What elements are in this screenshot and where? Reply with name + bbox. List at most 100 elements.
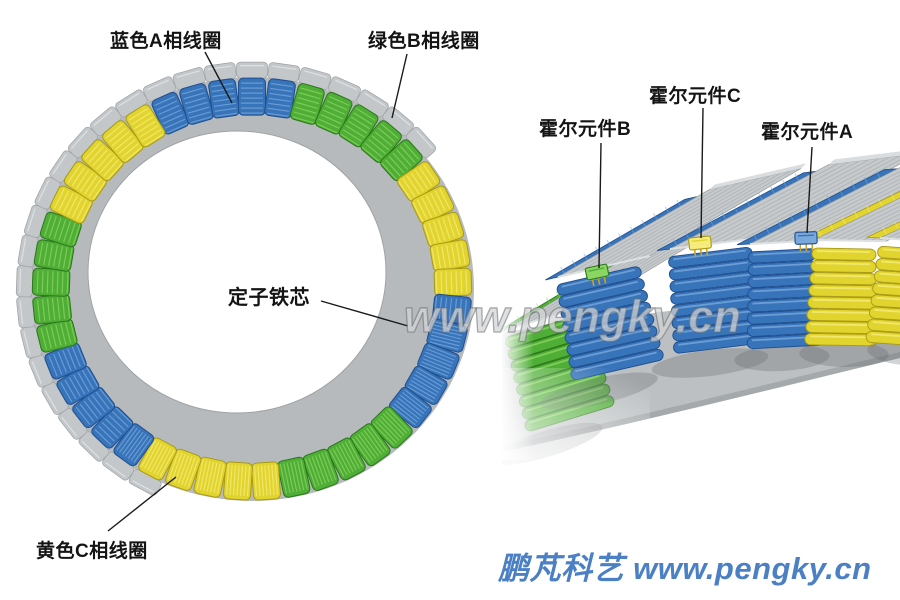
slab-lamination-line: [783, 182, 900, 243]
coil-turn-line: [99, 388, 114, 407]
coil-turn-line: [76, 199, 88, 220]
coil-turn-rib: [426, 348, 455, 361]
coil-turn-line: [75, 169, 90, 189]
coil-turn-line: [451, 214, 460, 237]
coil-turn-rib: [318, 453, 330, 483]
coil-turn-line: [368, 138, 386, 155]
coil-turn-line: [399, 145, 416, 164]
coil-turn-rib: [434, 321, 464, 330]
coil-turn-line: [92, 181, 106, 201]
coil-winding-stack: [804, 247, 878, 347]
coil-turn-rib: [121, 429, 141, 455]
coil-turn-line: [396, 149, 412, 167]
leader-line-yellow-c: [107, 476, 177, 532]
coil-turn-line: [141, 129, 162, 142]
coil-turn-rib: [352, 437, 371, 463]
stator-coil-unit: [20, 318, 78, 359]
tooth-cap-highlight: [146, 79, 169, 91]
coil-turn-rib: [431, 331, 462, 340]
coil-turn-line: [99, 155, 116, 174]
coil-turn-line: [62, 350, 72, 371]
coil-turn-line: [445, 271, 448, 294]
stator-coil-unit: [404, 365, 448, 405]
coil-turn-line: [46, 271, 49, 294]
slab-lamination-line: [720, 157, 880, 244]
coil-turn-line: [66, 271, 69, 294]
coil-turn-rib: [366, 427, 385, 453]
stator-coil-unit: [204, 62, 240, 119]
stator-coil-unit: [172, 67, 214, 125]
coil-turn-line: [48, 355, 58, 377]
coil-turn-line: [268, 102, 291, 107]
stator-face: [30, 77, 474, 501]
coil-turn-line: [68, 377, 81, 397]
tooth-cap-highlight: [93, 109, 113, 126]
footer-site-url: www.pengky.cn: [633, 551, 872, 586]
coil-turn-line: [134, 116, 154, 130]
stator-coil-unit: [277, 456, 311, 498]
coil-turn-line: [50, 325, 57, 348]
coil-turn-rib: [199, 460, 208, 491]
coil-turn-line: [40, 328, 48, 350]
coil-turn-rib: [417, 367, 445, 384]
label-blue-a-phase-coil: 蓝色A相线圈: [110, 31, 222, 52]
coil-turn-line: [432, 220, 441, 243]
coil-turn-rib: [422, 357, 451, 371]
tooth-cap-highlight: [207, 65, 232, 70]
coil-turn-line: [121, 142, 140, 158]
coil-turn-line: [58, 190, 70, 212]
coil-turn-rib: [393, 403, 418, 423]
winding-tube-highlight: [752, 311, 816, 317]
coil-turn-line: [316, 123, 338, 134]
coil-turn-line: [60, 323, 67, 345]
winding-tube: [811, 247, 877, 261]
winding-tube-highlight: [676, 309, 756, 322]
coil-turn-line: [435, 271, 438, 294]
coil-turn-line: [447, 216, 456, 238]
coil-turn-line: [436, 246, 442, 269]
coil-turn-rib: [206, 461, 214, 492]
coil-winding-stack: [865, 245, 900, 347]
stator-coil-unit: [16, 293, 72, 329]
coil-turn-line: [448, 297, 453, 321]
coil-turn-line: [371, 135, 390, 151]
coil-turn-rib: [324, 451, 337, 481]
stator-coil-unit: [370, 406, 413, 449]
coil-turn-line: [186, 101, 208, 110]
coil-turn-line: [36, 299, 41, 322]
coil-turn-line: [439, 188, 451, 209]
bore-hole: [88, 131, 386, 413]
slab-lamination-line: [791, 186, 900, 243]
chip-body: [794, 231, 818, 245]
coil-turn-line: [158, 105, 180, 116]
coil-turn-line: [433, 296, 438, 319]
stator-coil-unit: [411, 185, 455, 224]
coil-turn-line: [84, 142, 101, 160]
winding-tube-highlight: [816, 250, 870, 253]
coil-turn-line: [267, 107, 290, 112]
coil-turn-line: [62, 192, 74, 214]
coil-turn-line: [53, 217, 62, 240]
slab-lamination-line: [700, 160, 860, 246]
coil-turn-line: [72, 223, 81, 246]
winding-tube-highlight: [809, 335, 872, 339]
coil-turn-line: [75, 406, 91, 425]
coil-turn-line: [46, 298, 51, 321]
coil-turn-rib: [431, 334, 461, 344]
coil-turn-line: [423, 164, 437, 184]
winding-tube-highlight: [879, 272, 900, 278]
stator-coil-unit: [327, 437, 366, 481]
tooth-cap-highlight: [81, 441, 100, 459]
coil-turn-rib: [300, 459, 308, 490]
winding-tube-highlight: [812, 298, 871, 302]
winding-tube-highlight: [673, 249, 746, 261]
hall-chip-a: [794, 231, 818, 252]
coil-turn-rib: [130, 435, 150, 461]
coil-turn-line: [458, 299, 463, 322]
coil-turn-line: [443, 297, 448, 320]
coil-turn-rib: [314, 455, 327, 484]
slab-lamination-line: [588, 182, 741, 271]
winding-tube-highlight: [753, 250, 811, 256]
label-hall-element-c: 霍尔元件C: [649, 86, 742, 107]
